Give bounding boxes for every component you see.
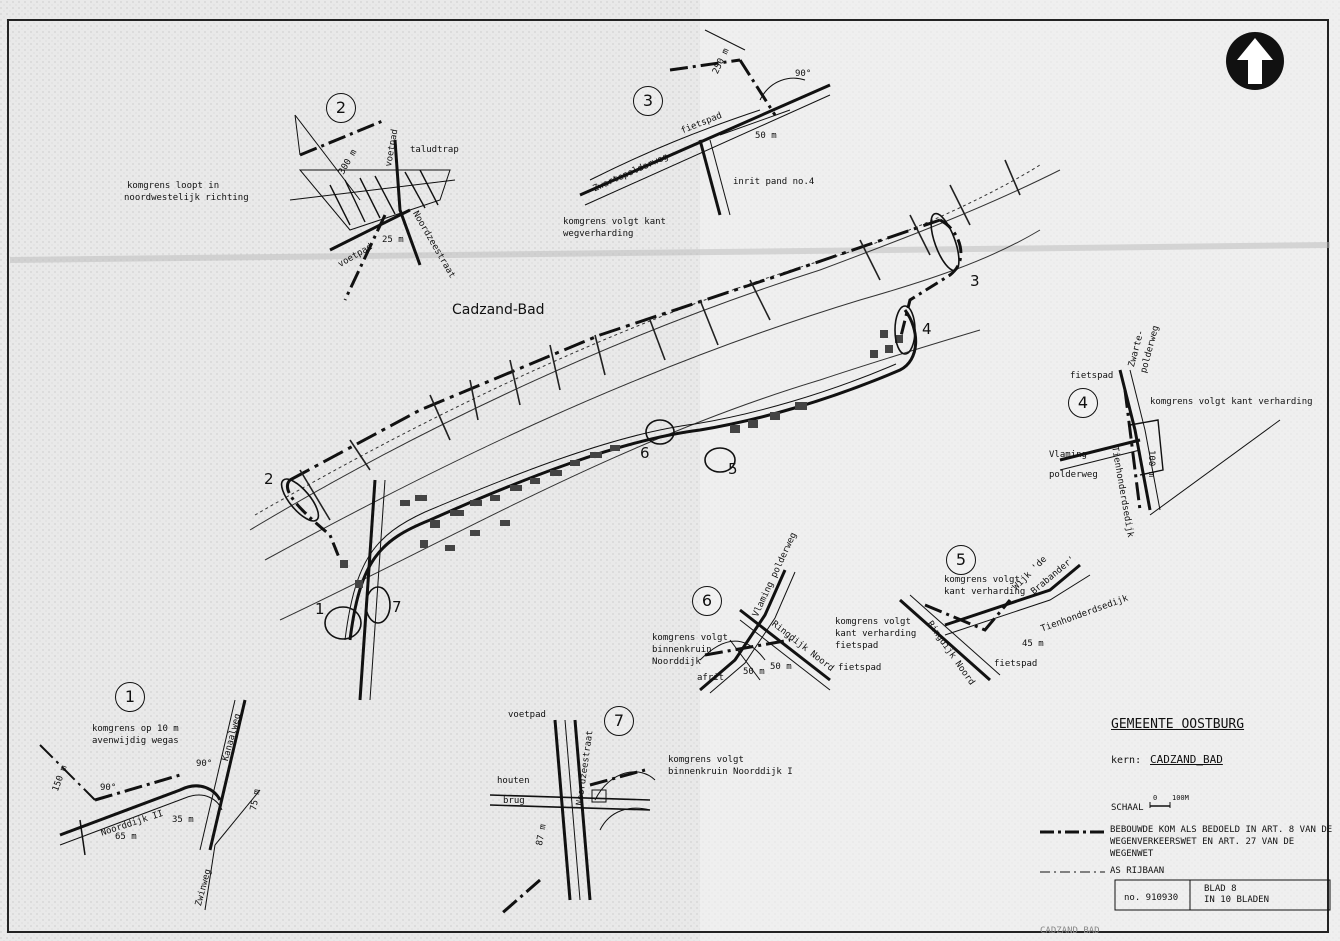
inset-1-label-90-right: 90° bbox=[196, 759, 213, 769]
inset-1-label-35m: 35 m bbox=[172, 815, 194, 825]
inset-3-note: komgrens volgt kant bbox=[563, 217, 666, 227]
inset-6-note2: binnenkruin bbox=[652, 645, 712, 655]
inset-6-note-b2: kant verharding bbox=[835, 629, 917, 639]
legend-line3: WEGENWET bbox=[1110, 849, 1154, 859]
scale-value: 100M bbox=[1172, 794, 1189, 802]
municipality-title: GEMEENTE OOSTBURG bbox=[1111, 717, 1245, 732]
inset-4-note: komgrens volgt kant verharding bbox=[1150, 397, 1313, 407]
map-marker-3: 3 bbox=[970, 272, 980, 290]
inset-5-note: komgrens volgt bbox=[944, 575, 1020, 585]
inset-2-note2: noordwestelijk richting bbox=[124, 193, 249, 203]
inset-4-label-polderweg2: polderweg bbox=[1049, 470, 1098, 480]
inset-7-note2: binnenkruin Noorddijk I bbox=[668, 767, 793, 777]
inset-2-number: 2 bbox=[326, 93, 356, 123]
inset-1-note2: avenwijdig wegas bbox=[92, 736, 179, 746]
legend-axis: AS RIJBAAN bbox=[1110, 866, 1165, 876]
inset-3-label-inrit: inrit pand no.4 bbox=[733, 177, 815, 187]
inset-5-label-45m: 45 m bbox=[1022, 639, 1044, 649]
inset-5-number: 5 bbox=[946, 545, 976, 575]
inset-6-label-fietspad: fietspad bbox=[838, 663, 882, 673]
map-marker-6: 6 bbox=[640, 444, 650, 462]
inset-3-number: 3 bbox=[633, 86, 663, 116]
inset-7-number: 7 bbox=[604, 706, 634, 736]
scale-label: SCHAAL bbox=[1111, 803, 1144, 813]
scale-zero: 0 bbox=[1153, 794, 1158, 802]
inset-1-label-90-left: 90° bbox=[100, 783, 117, 793]
frame bbox=[7, 19, 1329, 933]
inset-7-label-houten: houten bbox=[497, 776, 530, 786]
inset-6-note-b3: fietspad bbox=[835, 641, 879, 651]
inset-1-label-65m: 65 m bbox=[115, 832, 137, 842]
inset-1-note: komgrens op 10 m bbox=[92, 724, 179, 734]
doc-number: no. 910930 bbox=[1124, 893, 1179, 903]
inset-7-label-voetpad: voetpad bbox=[508, 710, 546, 720]
inset-6-number: 6 bbox=[692, 586, 722, 616]
sheet-line1: BLAD 8 bbox=[1204, 884, 1237, 894]
inset-2-note: komgrens loopt in bbox=[127, 181, 220, 191]
map-marker-5: 5 bbox=[728, 460, 738, 478]
map-marker-2: 2 bbox=[264, 470, 274, 488]
kern-label: kern: bbox=[1111, 755, 1142, 766]
inset-1-number: 1 bbox=[115, 682, 145, 712]
legend-line1: BEBOUWDE KOM ALS BEDOELD IN ART. 8 VAN D… bbox=[1110, 825, 1333, 835]
map-marker-1: 1 bbox=[315, 600, 325, 618]
inset-4-number: 4 bbox=[1068, 388, 1098, 418]
inset-4-label-100m: 100 m bbox=[1146, 450, 1156, 478]
map-marker-4: 4 bbox=[922, 320, 932, 338]
inset-2-label-taludtrap: taludtrap bbox=[410, 145, 459, 155]
kern-value: CADZAND_BAD bbox=[1150, 753, 1223, 766]
inset-3-label-90: 90° bbox=[795, 69, 812, 79]
north-arrow-icon bbox=[1226, 32, 1284, 90]
inset-3-label-50m: 50 m bbox=[755, 131, 777, 141]
bottom-stamp: CADZAND BAD bbox=[1040, 926, 1100, 936]
place-name-label: Cadzand-Bad bbox=[452, 302, 545, 318]
inset-6-note-b: komgrens volgt bbox=[835, 617, 911, 627]
inset-7-label-brug: brug bbox=[503, 796, 525, 806]
sheet-line2: IN 10 BLADEN bbox=[1204, 895, 1270, 905]
inset-6-label-afrit: afrit bbox=[697, 673, 725, 683]
inset-5-label-fietspad: fietspad bbox=[994, 659, 1038, 669]
map-marker-7: 7 bbox=[392, 598, 402, 616]
inset-4-label-fietspad: fietspad bbox=[1070, 371, 1114, 381]
inset-6-note3: Noorddijk bbox=[652, 657, 701, 667]
inset-3-note2: wegverharding bbox=[563, 229, 634, 239]
inset-4-label-vlaming: Vlaming bbox=[1049, 450, 1087, 460]
inset-2-label-25m: 25 m bbox=[382, 235, 404, 245]
inset-6-note: komgrens volgt bbox=[652, 633, 728, 643]
inset-5-note2: kant verharding bbox=[944, 587, 1026, 597]
inset-7-note: komgrens volgt bbox=[668, 755, 744, 765]
inset-6-label-50m-left: 50 m bbox=[743, 667, 765, 677]
legend-line2: WEGENVERKEERSWET EN ART. 27 VAN DE bbox=[1110, 837, 1295, 847]
inset-6-label-50m-right: 50 m bbox=[770, 662, 792, 672]
